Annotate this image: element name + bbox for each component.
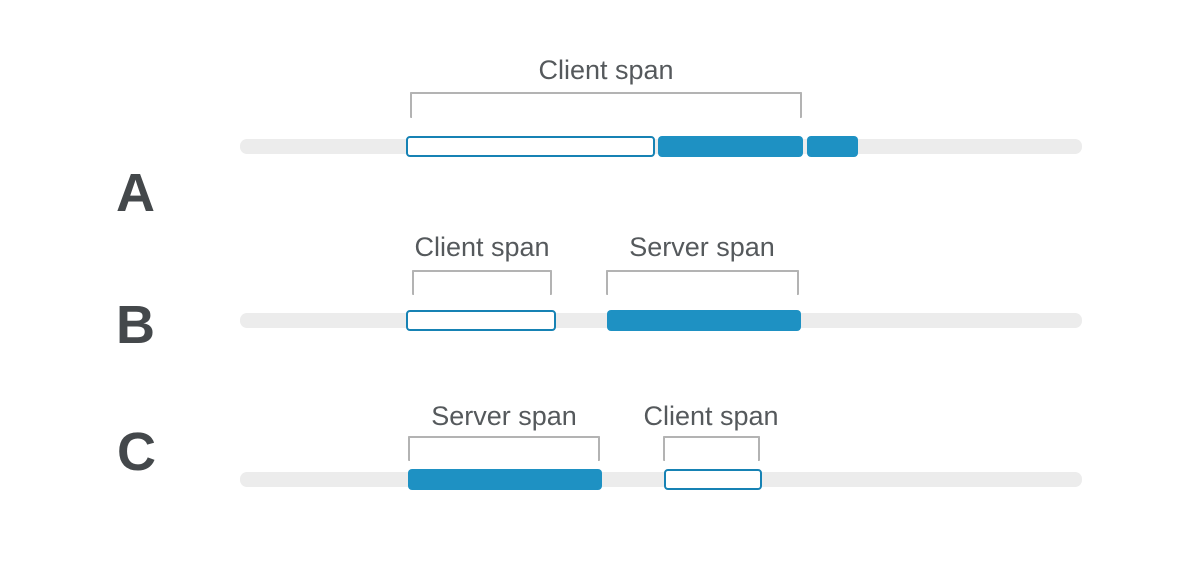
annotation-bracket <box>663 436 760 461</box>
annotation-label-server-span: Server span <box>431 401 577 431</box>
filled-span-bar <box>408 469 602 490</box>
row-letter-a: A <box>116 163 155 223</box>
filled-span-bar <box>807 136 858 157</box>
annotation-label-client-span: Client span <box>643 401 779 431</box>
annotation-bracket <box>410 92 802 118</box>
annotation-label-client-span: Client span <box>538 55 674 85</box>
filled-span-bar <box>658 136 803 157</box>
row-letter-b: B <box>116 295 155 355</box>
annotation-label-server-span: Server span <box>629 232 775 262</box>
annotation-bracket <box>606 270 799 295</box>
outlined-span-bar <box>406 136 655 157</box>
outlined-span-bar <box>406 310 556 331</box>
annotation-label-client-span: Client span <box>414 232 550 262</box>
timeline-track <box>240 472 1082 487</box>
annotation-bracket <box>412 270 552 295</box>
outlined-span-bar <box>664 469 762 490</box>
annotation-bracket <box>408 436 600 461</box>
filled-span-bar <box>607 310 801 331</box>
row-letter-c: C <box>117 422 156 482</box>
